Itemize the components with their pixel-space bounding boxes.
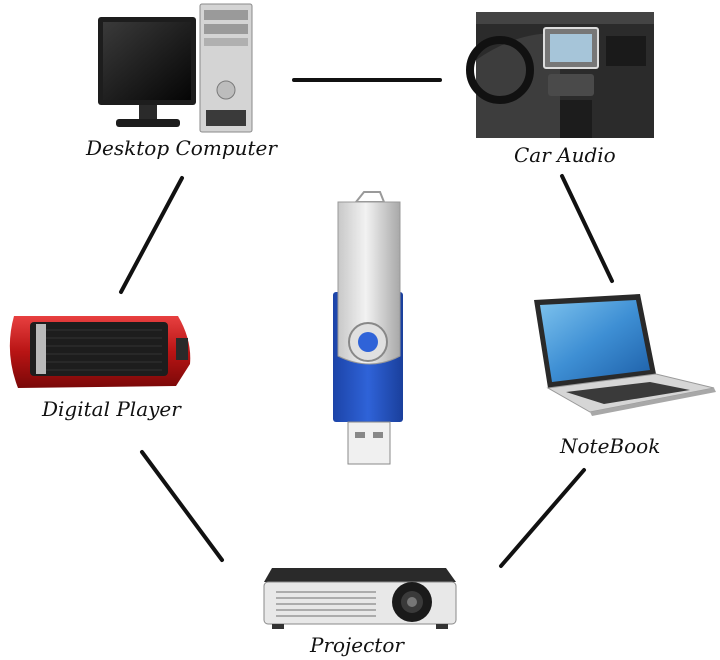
desktop-computer-icon	[98, 3, 253, 133]
connector-lines	[119, 78, 614, 568]
digital-player-icon	[9, 316, 191, 388]
desktop-computer-label: Desktop Computer	[86, 136, 277, 160]
digital-player-label: Digital Player	[42, 397, 181, 421]
car-audio-icon	[466, 12, 654, 138]
notebook-icon	[534, 294, 716, 416]
line-player-projector	[140, 450, 224, 562]
line-car-notebook	[560, 174, 614, 283]
line-desktop-player	[119, 176, 184, 294]
line-notebook-projector	[499, 468, 586, 568]
projector-label: Projector	[310, 633, 404, 657]
notebook-label: NoteBook	[560, 434, 661, 458]
usb-flash-drive-icon	[333, 191, 403, 465]
car-audio-label: Car Audio	[514, 143, 616, 167]
projector-icon	[263, 568, 457, 629]
